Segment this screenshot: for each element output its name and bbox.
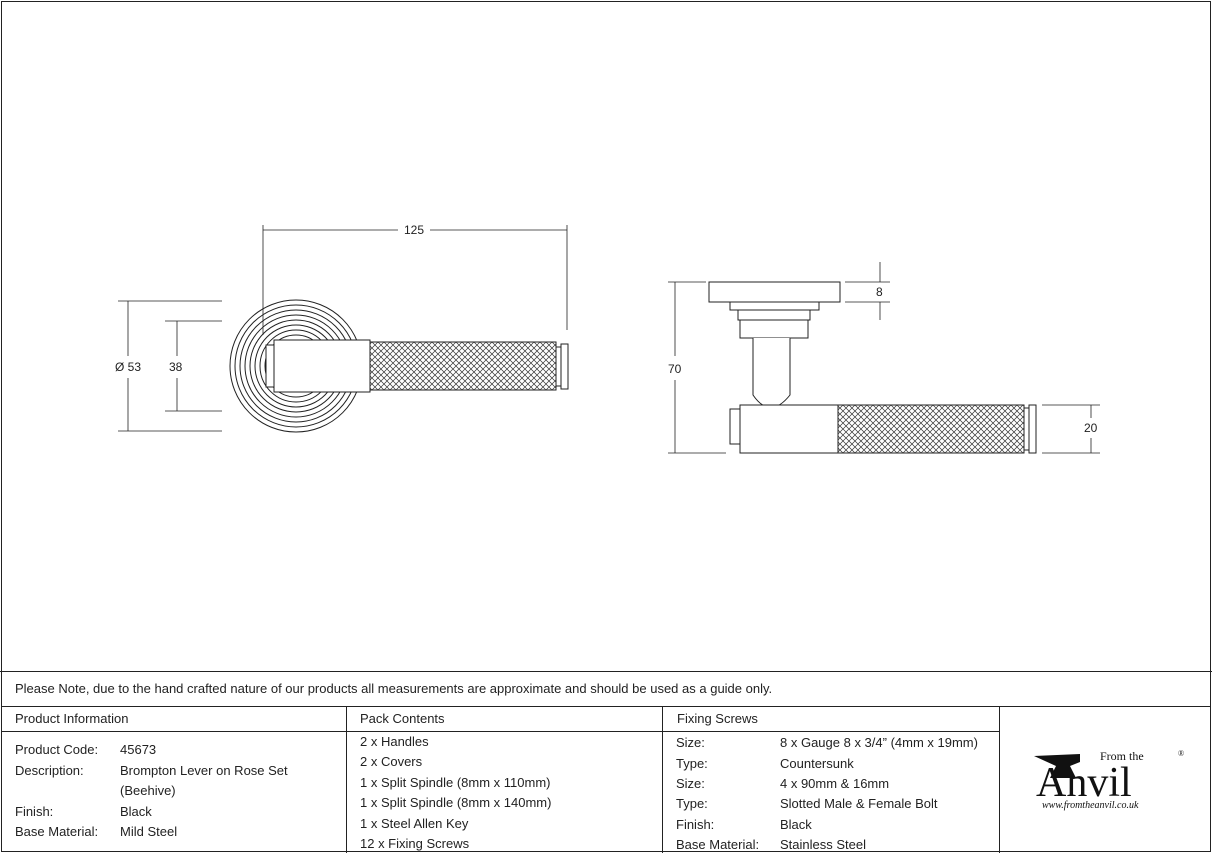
product-label: Product Code: (15, 742, 99, 757)
pack-item: 1 x Split Spindle (8mm x 140mm) (360, 795, 552, 810)
fixing-value: Black (780, 817, 812, 832)
divider (999, 706, 1000, 853)
dim-rose-height: 8 (876, 285, 883, 299)
logo-registered: ® (1178, 749, 1184, 758)
technical-drawing: 125 Ø 53 38 8 70 20 (115, 223, 1100, 454)
fixing-label: Base Material: (676, 837, 760, 852)
fixing-value: 4 x 90mm & 16mm (780, 776, 890, 791)
product-value: Black (120, 804, 152, 819)
dim-length: 125 (404, 223, 424, 237)
logo-url: www.fromtheanvil.co.uk (1042, 800, 1139, 811)
fixing-value: Stainless Steel (780, 837, 866, 852)
product-value: Mild Steel (120, 824, 178, 839)
pack-item: 1 x Steel Allen Key (360, 816, 469, 831)
logo-from-the: From the (1100, 749, 1144, 763)
fixing-heading: Fixing Screws (677, 711, 758, 726)
dim-projection: 70 (668, 362, 682, 376)
measurement-note: Please Note, due to the hand crafted nat… (15, 681, 773, 696)
product-label: Finish: (15, 804, 54, 819)
product-value: 45673 (120, 742, 157, 757)
fixing-label: Size: (676, 776, 705, 791)
pack-item: 2 x Handles (360, 734, 429, 749)
fixing-label: Type: (676, 756, 708, 771)
dim-rose-diameter: Ø 53 (115, 360, 141, 374)
pack-heading: Pack Contents (360, 711, 445, 726)
pack-item: 12 x Fixing Screws (360, 836, 470, 851)
fixing-label: Size: (676, 735, 705, 750)
product-value: (Beehive) (120, 783, 176, 798)
product-label: Description: (15, 763, 84, 778)
product-heading: Product Information (15, 711, 129, 726)
product-value: Brompton Lever on Rose Set (120, 763, 288, 778)
fixing-label: Type: (676, 796, 708, 811)
fixing-label: Finish: (676, 817, 715, 832)
product-label: Base Material: (15, 824, 99, 839)
fixing-value: Countersunk (780, 756, 854, 771)
anvil-icon: From the Anvil ® www.fromtheanvil.co.uk (1034, 749, 1184, 811)
divider (346, 706, 347, 853)
dim-lever-dia: 20 (1084, 421, 1098, 435)
divider (662, 706, 663, 853)
divider (1, 706, 1211, 707)
side-view (708, 281, 1037, 454)
pack-item: 2 x Covers (360, 754, 423, 769)
divider (1, 731, 999, 732)
pack-item: 1 x Split Spindle (8mm x 110mm) (360, 775, 551, 790)
logo-brand: Anvil (1036, 760, 1132, 806)
fixing-value: Slotted Male & Female Bolt (780, 796, 938, 811)
lever-front-view (265, 339, 569, 393)
info-table (0, 671, 1212, 854)
anvil-logo: From the Anvil ® www.fromtheanvil.co.uk (1032, 744, 1192, 814)
fixing-value: 8 x Gauge 8 x 3/4” (4mm x 19mm) (780, 735, 978, 750)
dim-inner: 38 (169, 360, 183, 374)
